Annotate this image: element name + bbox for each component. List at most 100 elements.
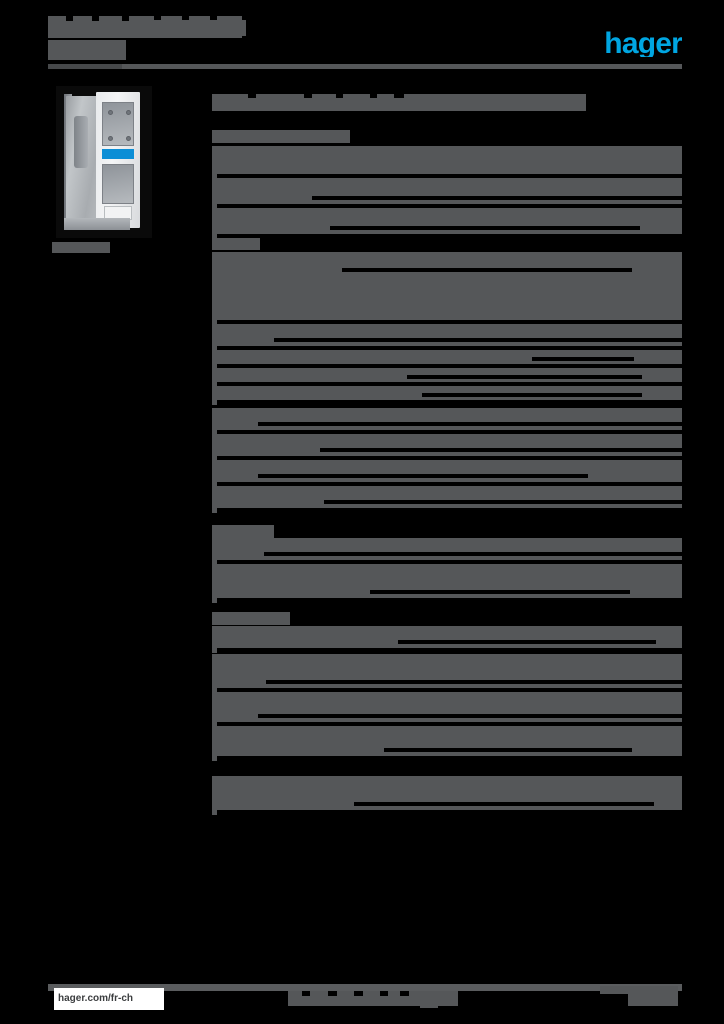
row-separator: [212, 598, 682, 602]
table-row: [212, 324, 682, 346]
row-leader-gap: [258, 474, 588, 478]
product-screw-terminal: [126, 136, 131, 141]
row-leader-gap: [398, 640, 656, 644]
footer-page-label: [600, 986, 678, 994]
row-bullet-icon: [212, 456, 217, 461]
table-row: [212, 776, 682, 810]
row-separator: [212, 204, 682, 208]
footer-divider: [48, 984, 682, 991]
row-leader-gap: [324, 500, 682, 504]
product-caption: [52, 242, 110, 253]
section-header: [212, 237, 260, 250]
row-leader-gap: [258, 422, 682, 426]
row-leader-gap: [532, 357, 634, 361]
row-separator: [212, 382, 682, 386]
document-header: hager: [48, 14, 682, 70]
row-leader-gap: [266, 680, 682, 684]
section-header: [212, 525, 274, 538]
row-bullet-icon: [212, 756, 217, 761]
product-brand-strip: [102, 149, 134, 159]
table-row: [212, 252, 682, 320]
document-title-line-2: [48, 40, 126, 60]
page-number: [628, 994, 678, 1006]
section-header: [212, 612, 290, 625]
row-bullet-icon: [212, 648, 217, 653]
row-separator: [212, 456, 682, 460]
product-figure: [50, 86, 158, 262]
row-separator: [212, 346, 682, 350]
row-leader-gap: [312, 196, 682, 200]
row-leader-gap: [384, 748, 632, 752]
row-bullet-icon: [212, 204, 217, 209]
row-separator: [212, 234, 682, 238]
row-separator: [212, 508, 682, 512]
row-separator: [212, 400, 682, 404]
section-header: [212, 130, 350, 143]
row-bullet-icon: [212, 430, 217, 435]
row-separator: [212, 364, 682, 368]
header-divider: [48, 64, 682, 69]
row-separator: [212, 174, 682, 178]
row-bullet-icon: [212, 560, 217, 565]
page-title: [212, 94, 586, 111]
product-photo: [56, 86, 152, 238]
product-lower-window: [102, 164, 134, 204]
table-row: [212, 434, 682, 456]
product-base: [64, 218, 130, 230]
row-separator: [212, 756, 682, 760]
row-bullet-icon: [212, 234, 217, 239]
row-leader-gap: [264, 552, 682, 556]
row-bullet-icon: [212, 174, 217, 179]
document-footer: hager.com/fr-ch: [48, 984, 682, 1014]
row-bullet-icon: [212, 688, 217, 693]
table-row: [212, 178, 682, 204]
header-divider-accent: [48, 64, 122, 69]
table-row: [212, 368, 682, 382]
table-row: [212, 146, 682, 174]
document-title-line-3: [134, 20, 246, 36]
row-leader-gap: [342, 268, 632, 272]
footer-website-link[interactable]: hager.com/fr-ch: [54, 988, 164, 1010]
row-bullet-icon: [212, 364, 217, 369]
hager-logo: hager: [604, 30, 682, 57]
row-leader-gap: [274, 338, 682, 342]
row-bullet-icon: [212, 400, 217, 405]
row-bullet-icon: [212, 320, 217, 325]
table-row: [212, 486, 682, 508]
row-leader-gap: [370, 590, 630, 594]
row-separator: [212, 430, 682, 434]
row-leader-gap: [422, 393, 642, 397]
row-separator: [212, 482, 682, 486]
row-bullet-icon: [212, 598, 217, 603]
footer-center-text: [288, 991, 458, 1006]
table-row: [212, 350, 682, 364]
table-row: [212, 386, 682, 400]
row-bullet-icon: [212, 346, 217, 351]
table-row: [212, 208, 682, 234]
table-row: [212, 460, 682, 482]
row-separator: [212, 722, 682, 726]
row-leader-gap: [330, 226, 640, 230]
row-bullet-icon: [212, 382, 217, 387]
product-screw-terminal: [108, 110, 113, 115]
footer-center-text-tail: [420, 998, 438, 1008]
product-screw-terminal: [126, 110, 131, 115]
product-operating-lever: [74, 116, 88, 168]
row-leader-gap: [320, 448, 682, 452]
row-separator: [212, 810, 682, 814]
row-leader-gap: [354, 802, 654, 806]
table-row: [212, 564, 682, 598]
row-separator: [212, 688, 682, 692]
table-row: [212, 654, 682, 688]
row-bullet-icon: [212, 482, 217, 487]
row-separator: [212, 648, 682, 652]
table-row: [212, 408, 682, 430]
row-bullet-icon: [212, 810, 217, 815]
row-leader-gap: [407, 375, 642, 379]
row-separator: [212, 320, 682, 324]
product-screw-terminal: [108, 136, 113, 141]
table-row: [212, 692, 682, 722]
row-bullet-icon: [212, 508, 217, 513]
row-separator: [212, 560, 682, 564]
